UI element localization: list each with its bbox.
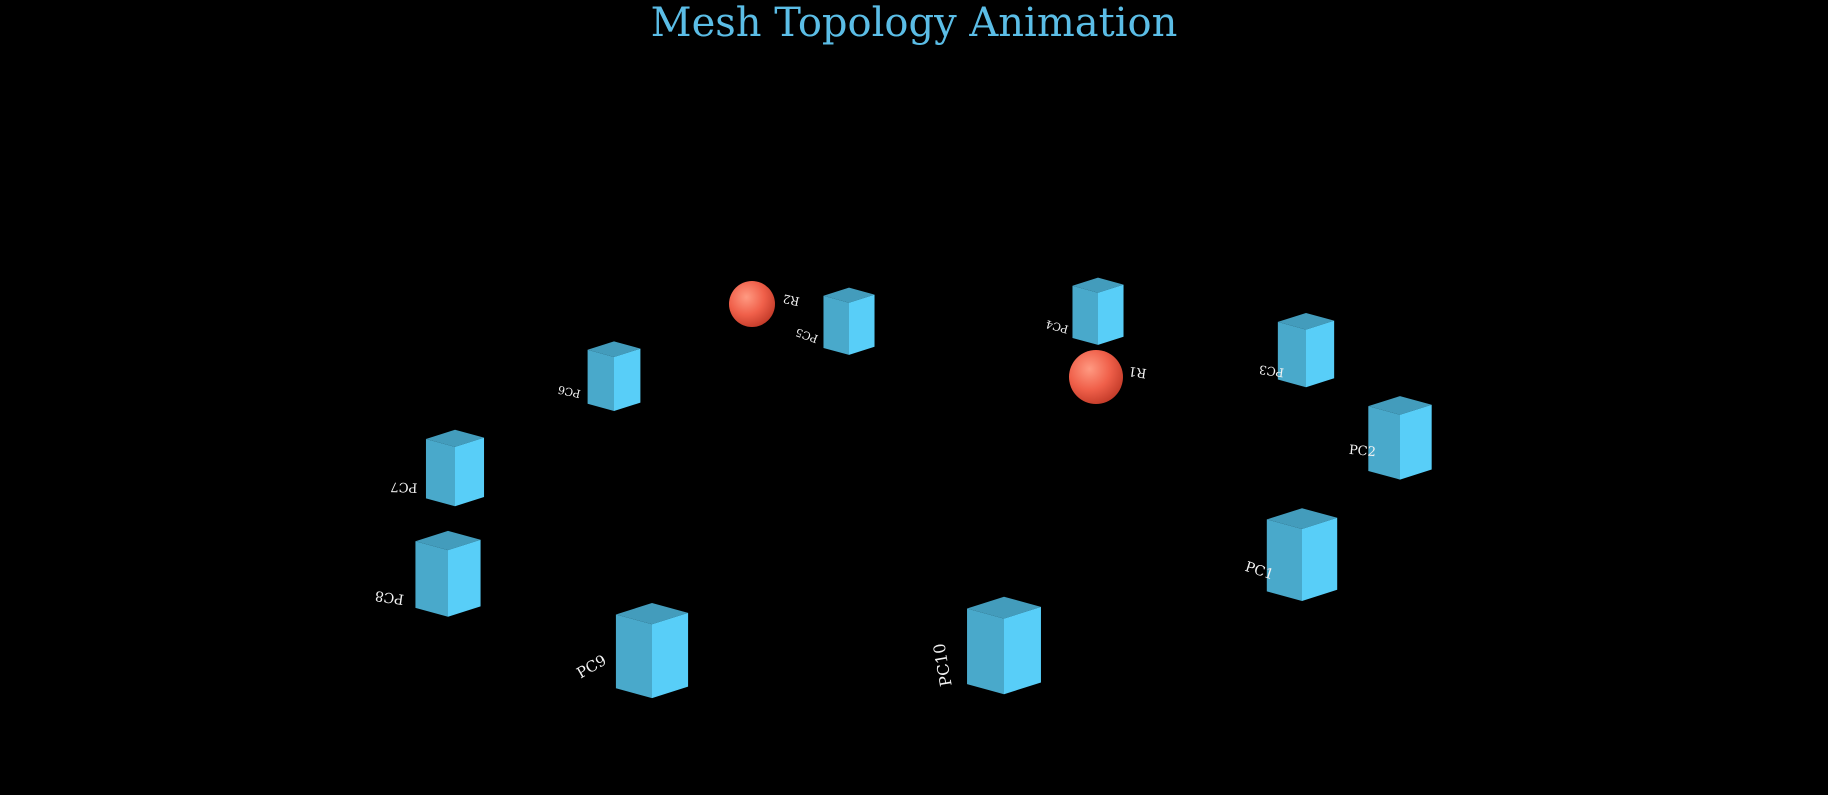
- cube-right-face: [849, 294, 875, 355]
- cube-left-face: [587, 349, 614, 411]
- cube-top-face: [1277, 312, 1335, 330]
- pc-label: PC6: [557, 383, 582, 400]
- router-label: R2: [782, 291, 801, 308]
- cube-right-face: [1302, 517, 1338, 601]
- pc-node-pc2: [1368, 396, 1432, 480]
- router-nodes-layer: [729, 281, 1123, 404]
- cube-top-face: [1266, 508, 1338, 529]
- pc-label: PC7: [390, 479, 417, 495]
- pc-nodes-layer: [415, 277, 1432, 699]
- cube-left-face: [1072, 285, 1098, 345]
- pc-label: PC4: [1044, 317, 1069, 335]
- cube-right-face: [614, 348, 641, 411]
- pc-node-pc3: [1277, 312, 1335, 388]
- cube-top-face: [1072, 277, 1124, 293]
- cube-left-face: [425, 438, 455, 507]
- cube-right-face: [652, 612, 689, 699]
- pc-node-pc6: [587, 341, 641, 411]
- pc-label: PC2: [1348, 443, 1376, 460]
- router-sphere: [1069, 350, 1123, 404]
- cube-left-face: [1368, 406, 1400, 480]
- router-label: R1: [1128, 363, 1148, 380]
- router-node-r2: [729, 281, 775, 327]
- cube-top-face: [425, 429, 485, 447]
- pc-label: PC5: [794, 325, 820, 345]
- pc-node-pc1: [1266, 508, 1338, 601]
- cube-right-face: [448, 539, 481, 617]
- cube-top-face: [1368, 396, 1432, 415]
- pc-label: PC8: [374, 587, 405, 607]
- cube-left-face: [615, 614, 652, 699]
- pc-node-pc5: [823, 287, 875, 355]
- pc-node-pc9: [615, 602, 689, 699]
- pc-node-pc8: [415, 530, 481, 617]
- cube-right-face: [1004, 606, 1041, 695]
- chart-title: Mesh Topology Animation: [650, 0, 1178, 46]
- pc-label: PC10: [929, 642, 955, 688]
- cube-left-face: [1277, 321, 1306, 388]
- cube-top-face: [587, 341, 641, 357]
- cube-top-face: [615, 602, 689, 625]
- router-node-r1: [1069, 350, 1123, 404]
- cube-left-face: [1266, 519, 1302, 601]
- cube-left-face: [415, 541, 448, 617]
- cube-top-face: [415, 530, 481, 551]
- cube-right-face: [455, 437, 485, 507]
- router-sphere: [729, 281, 775, 327]
- pc-node-pc10: [967, 596, 1041, 695]
- pc-node-pc7: [425, 429, 485, 507]
- cube-right-face: [1098, 284, 1124, 345]
- pc-label: PC3: [1258, 362, 1285, 379]
- cube-right-face: [1306, 320, 1335, 388]
- cube-left-face: [967, 608, 1004, 695]
- cube-right-face: [1400, 404, 1432, 480]
- pc-node-pc4: [1072, 277, 1124, 345]
- cube-top-face: [967, 596, 1041, 619]
- cube-left-face: [823, 295, 849, 355]
- pc-label: PC9: [574, 651, 610, 682]
- cube-top-face: [823, 287, 875, 303]
